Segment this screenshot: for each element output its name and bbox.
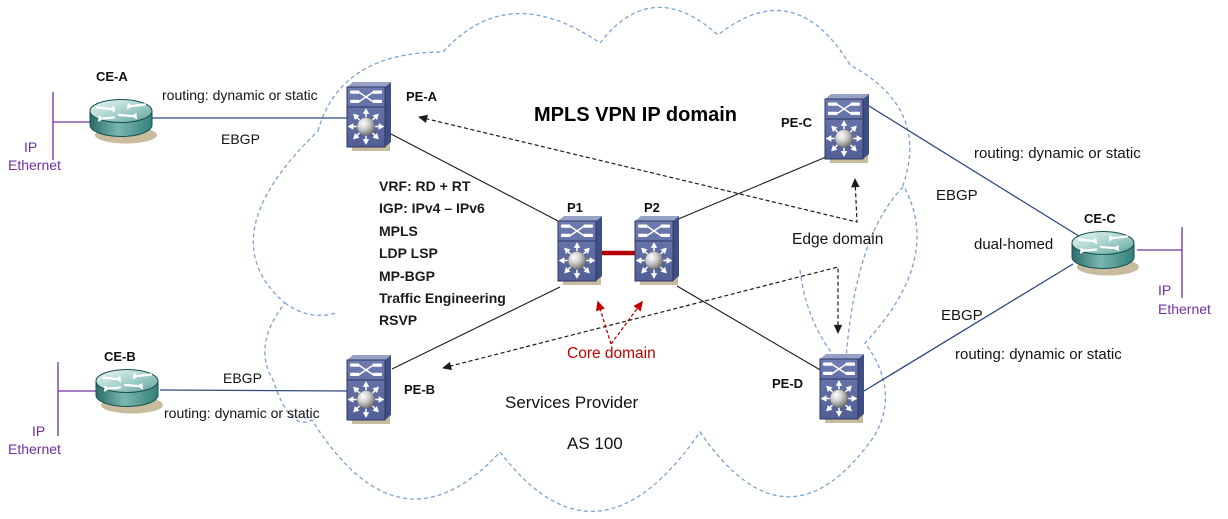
ce-c-upper-ebgp-label: EBGP — [936, 187, 978, 204]
p2-label: P2 — [644, 200, 660, 215]
link-p2-pe-c — [675, 156, 827, 221]
ce-b-label: CE-B — [104, 349, 136, 364]
cloud-inner-arc-right — [845, 186, 904, 359]
pe-d-label: PE-D — [772, 376, 804, 391]
ce-c-label: CE-C — [1084, 211, 1116, 226]
p1-switch-icon — [558, 216, 602, 285]
ce-c-ethernet-label: Ethernet — [1158, 301, 1211, 317]
link-pe-c-ce-c — [868, 105, 1083, 239]
feature-mpls: MPLS — [379, 222, 418, 239]
ce-c-lower-routing-label: routing: dynamic or static — [955, 346, 1122, 363]
ce-b-ip-label: IP — [32, 423, 46, 439]
core-domain-arrow-p1 — [596, 300, 612, 345]
core-domain-arrow-p2 — [610, 300, 643, 345]
link-ce-b-pe-b — [159, 389, 348, 392]
p2-switch-icon — [635, 216, 679, 285]
feature-igp: IGP: IPv4 – IPv6 — [379, 200, 485, 217]
ce-c-router-icon — [1070, 230, 1141, 277]
provider-as-number: AS 100 — [567, 434, 623, 453]
link-pe-d-ce-c — [863, 263, 1074, 392]
feature-ldp-lsp: LDP LSP — [379, 245, 438, 262]
feature-vrf: VRF: RD + RT — [379, 178, 471, 194]
ce-c-ip-label: IP — [1158, 282, 1172, 298]
pe-b-label: PE-B — [404, 382, 436, 397]
dashed-arrow-pe-b-pe-d — [442, 266, 843, 371]
core-domain-label: Core domain — [567, 345, 656, 362]
ce-a-label: CE-A — [96, 69, 128, 84]
ce-c-upper-routing-label: routing: dynamic or static — [974, 145, 1141, 162]
cloud-outline — [252, 6, 918, 512]
edge-domain-label: Edge domain — [792, 231, 884, 248]
pe-a-switch-icon — [347, 82, 391, 151]
dashed-arrow-pe-a-pe-c — [418, 114, 860, 223]
ce-a-ethernet-label: Ethernet — [8, 157, 61, 173]
feature-rsvp: RSVP — [379, 312, 418, 329]
feature-traffic-engineering: Traffic Engineering — [379, 290, 506, 307]
p1-label: P1 — [567, 200, 583, 215]
ce-b-ethernet-label: Ethernet — [8, 441, 61, 457]
ethernet-segment-ce-b — [57, 362, 97, 436]
mpls-feature-list: VRF: RD + RT IGP: IPv4 – IPv6 MPLS LDP L… — [379, 175, 506, 332]
ce-b-router-icon — [94, 368, 165, 415]
link-p2-pe-d — [676, 285, 823, 372]
cloud-inner-arc-left — [284, 302, 337, 317]
ce-a-ebgp-label: EBGP — [221, 131, 260, 147]
cloud-inner-arc-ped — [799, 269, 835, 357]
ce-b-routing-label: routing: dynamic or static — [164, 405, 320, 421]
ethernet-segment-ce-a — [52, 92, 90, 160]
ce-a-router-icon — [88, 98, 159, 145]
pe-b-switch-icon — [347, 355, 391, 424]
provider-name: Services Provider — [505, 393, 639, 412]
pe-c-label: PE-C — [781, 115, 813, 130]
ce-a-ip-label: IP — [24, 139, 38, 155]
cloud-title: MPLS VPN IP domain — [534, 104, 737, 126]
ce-a-routing-label: routing: dynamic or static — [162, 87, 318, 103]
pe-a-label: PE-A — [406, 89, 438, 104]
ce-b-ebgp-label: EBGP — [223, 370, 262, 386]
ethernet-segment-ce-c — [1137, 227, 1183, 298]
pe-d-switch-icon — [820, 354, 864, 423]
dual-homed-label: dual-homed — [974, 236, 1054, 253]
ce-c-lower-ebgp-label: EBGP — [941, 307, 983, 324]
feature-mp-bgp: MP-BGP — [379, 267, 435, 284]
pe-c-switch-icon — [825, 94, 869, 163]
